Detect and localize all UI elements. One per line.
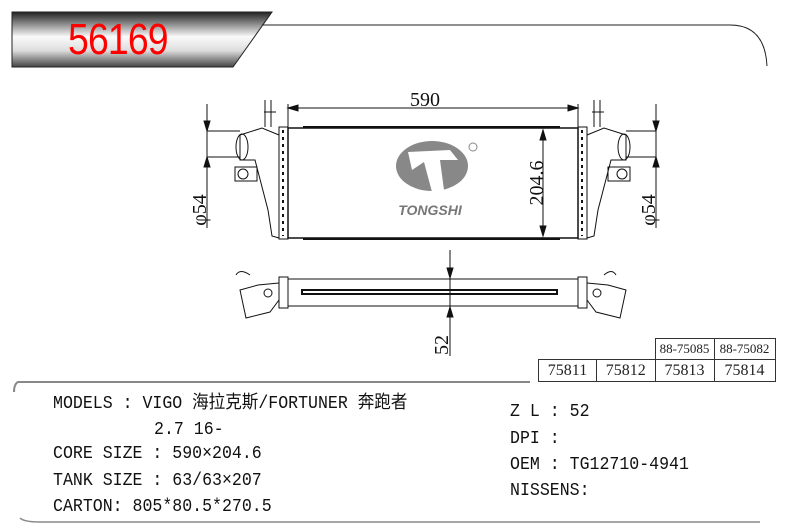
dim-thickness: 52 bbox=[431, 335, 453, 355]
xref-cell: 75814 bbox=[713, 359, 776, 382]
xref-cell: 75812 bbox=[596, 359, 656, 382]
tongshi-logo: TONGSHI bbox=[396, 141, 478, 218]
spec-carton: CARTON: 805*80.5*270.5 bbox=[53, 497, 272, 517]
spec-zl: Z L : 52 bbox=[510, 402, 590, 422]
spec-models-cont: 2.7 16- bbox=[154, 420, 224, 440]
svg-text:TONGSHI: TONGSHI bbox=[398, 202, 463, 218]
top-view bbox=[235, 250, 627, 356]
xref-cell: 88-75085 bbox=[654, 338, 715, 360]
frame-top-line bbox=[262, 24, 768, 67]
spec-tank-size: TANK SIZE : 63/63×207 bbox=[53, 471, 262, 491]
dim-inlet-left: φ54 bbox=[189, 194, 211, 226]
frame-bottom-edge bbox=[19, 517, 760, 523]
part-number: 56169 bbox=[68, 15, 169, 64]
dim-inlet-right: φ54 bbox=[638, 194, 660, 226]
xref-cell: 75811 bbox=[538, 359, 597, 382]
xref-cell: 88-75082 bbox=[713, 338, 776, 360]
xref-cell: 75813 bbox=[654, 359, 715, 382]
front-view bbox=[203, 100, 660, 240]
dim-width: 590 bbox=[410, 89, 440, 111]
spec-core-size: CORE SIZE : 590×204.6 bbox=[53, 444, 262, 464]
spec-nissens: NISSENS: bbox=[510, 481, 590, 501]
dim-height: 204.6 bbox=[526, 161, 548, 206]
spec-dpi: DPI : bbox=[510, 429, 560, 449]
spec-models: MODELS : VIGO 海拉克斯/FORTUNER 奔跑者 bbox=[53, 394, 408, 414]
header-banner bbox=[11, 11, 273, 68]
frame-bottom-line bbox=[13, 381, 530, 393]
spec-oem: OEM : TG12710-4941 bbox=[510, 455, 689, 475]
cross-reference-table: 88-75085 88-75082 75811 75812 75813 7581… bbox=[538, 338, 776, 382]
